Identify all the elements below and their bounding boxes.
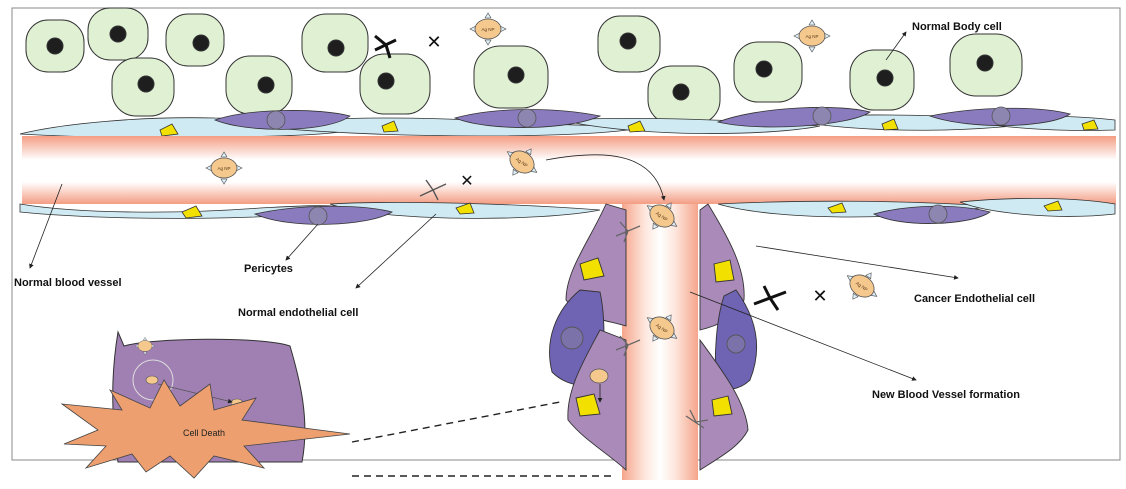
blocked-x-icon: ✕ [460, 173, 473, 190]
svg-text:Ag NP: Ag NP [805, 34, 818, 39]
body-cell [360, 54, 430, 114]
label-normal-body-cell: Normal Body cell [912, 21, 1002, 33]
cell-death-label: Cell Death [183, 428, 225, 438]
label-cancer-endothelial-cell: Cancer Endothelial cell [914, 293, 1035, 305]
body-cell [26, 20, 84, 72]
label-pericytes: Pericytes [244, 263, 293, 275]
body-cell [88, 8, 148, 60]
label-new-blood-vessel-formation: New Blood Vessel formation [872, 389, 1020, 401]
body-cell [166, 14, 224, 66]
svg-text:Ag NP: Ag NP [481, 27, 494, 32]
svg-text:Ag NP: Ag NP [217, 166, 230, 171]
body-cell [734, 42, 802, 102]
nanoparticle-internalized [590, 369, 608, 383]
body-cell [112, 58, 174, 116]
body-cell [648, 66, 720, 124]
label-normal-endothelial-cell: Normal endothelial cell [238, 307, 358, 319]
label-normal-blood-vessel: Normal blood vessel [14, 277, 122, 289]
new-blood-vessel [622, 204, 698, 480]
body-cell [598, 16, 660, 72]
blocked-x-icon: ✕ [426, 32, 441, 52]
blood-vessel-horizontal [22, 136, 1116, 204]
body-cell [302, 14, 368, 72]
blocked-x-icon: ✕ [812, 286, 827, 306]
body-cell [226, 56, 292, 114]
body-cell [474, 46, 548, 108]
body-cell [950, 34, 1022, 96]
body-cell [850, 50, 914, 110]
